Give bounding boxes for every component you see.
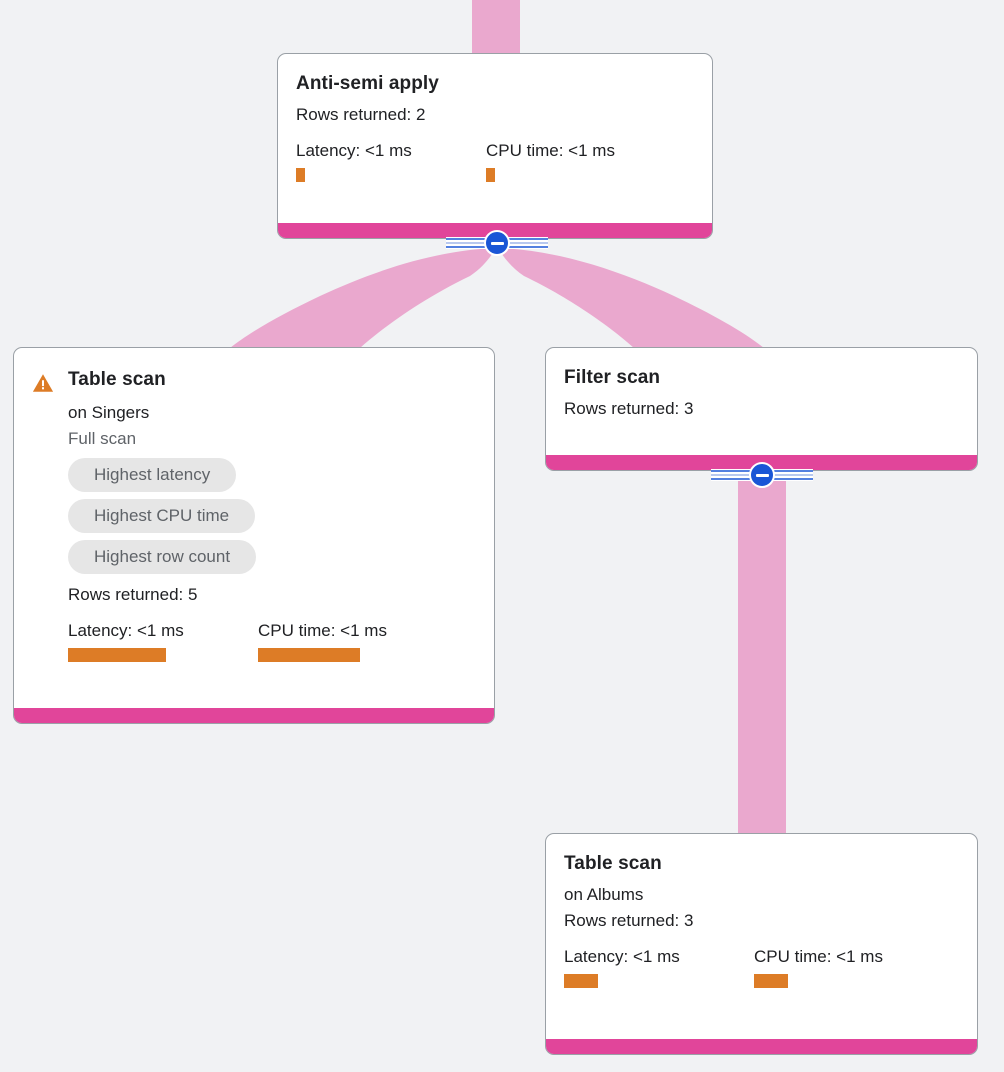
node-body: Table scan on Singers Full scan Highest … <box>14 348 494 708</box>
node-anti-semi-apply[interactable]: Anti-semi apply Rows returned: 2 Latency… <box>277 53 713 239</box>
toggle-anti-semi-apply[interactable] <box>446 229 548 257</box>
cpu-metric: CPU time: <1 ms <box>754 946 883 988</box>
rows-returned: Rows returned: 3 <box>564 911 694 930</box>
node-metrics: Latency: <1 ms CPU time: <1 ms <box>68 620 476 662</box>
node-body: Table scan on Albums Rows returned: 3 La… <box>546 834 977 1039</box>
latency-label: Latency: <1 ms <box>564 947 680 966</box>
scan-target: on Singers <box>68 403 150 422</box>
cpu-time-label: CPU time: <1 ms <box>754 947 883 966</box>
cpu-time-bar <box>754 974 788 988</box>
scan-type: Full scan <box>68 429 137 448</box>
node-title: Table scan <box>68 369 166 390</box>
node-filter-scan[interactable]: Filter scan Rows returned: 3 <box>545 347 978 471</box>
collapse-minus-icon[interactable] <box>749 462 775 488</box>
cpu-time-label: CPU time: <1 ms <box>258 621 387 640</box>
toggle-filter-scan[interactable] <box>711 461 813 489</box>
collapse-minus-icon[interactable] <box>484 230 510 256</box>
cpu-metric: CPU time: <1 ms <box>258 620 387 662</box>
cpu-metric: CPU time: <1 ms <box>486 140 615 182</box>
node-title: Table scan <box>564 853 662 874</box>
node-table-scan-singers[interactable]: Table scan on Singers Full scan Highest … <box>13 347 495 724</box>
cpu-time-label: CPU time: <1 ms <box>486 141 615 160</box>
node-body: Anti-semi apply Rows returned: 2 Latency… <box>278 54 712 223</box>
node-title: Anti-semi apply <box>296 73 439 94</box>
node-details: on Singers Full scan Highest latency Hig… <box>68 400 476 662</box>
latency-bar <box>564 974 598 988</box>
cpu-time-bar <box>486 168 495 182</box>
node-title-row: Table scan <box>32 368 476 394</box>
latency-bar <box>68 648 166 662</box>
edge-root-to-filter-scan <box>498 248 764 348</box>
node-metrics: Latency: <1 ms CPU time: <1 ms <box>296 140 694 182</box>
node-title: Filter scan <box>564 367 661 388</box>
node-footer-bar <box>14 708 494 723</box>
latency-bar <box>296 168 305 182</box>
node-table-scan-albums[interactable]: Table scan on Albums Rows returned: 3 La… <box>545 833 978 1055</box>
node-body: Filter scan Rows returned: 3 <box>546 348 977 455</box>
node-metrics: Latency: <1 ms CPU time: <1 ms <box>564 946 959 988</box>
edge-filter-scan-to-table-scan-albums <box>738 478 786 838</box>
badge-list: Highest latency Highest CPU time Highest… <box>68 458 476 574</box>
node-title-row: Anti-semi apply <box>296 72 694 96</box>
scan-target: on Albums <box>564 885 644 904</box>
latency-label: Latency: <1 ms <box>296 141 412 160</box>
node-title-row: Table scan <box>564 852 959 876</box>
latency-metric: Latency: <1 ms <box>296 140 486 182</box>
status-badge[interactable]: Highest latency <box>68 458 237 492</box>
node-title-row: Filter scan <box>564 366 959 390</box>
latency-label: Latency: <1 ms <box>68 621 184 640</box>
latency-metric: Latency: <1 ms <box>68 620 258 662</box>
rows-returned: Rows returned: 3 <box>564 399 694 418</box>
edge-root-to-table-scan-singers <box>230 248 496 348</box>
status-badge[interactable]: Highest CPU time <box>68 499 256 533</box>
warning-triangle-icon <box>32 374 54 392</box>
rows-returned: Rows returned: 2 <box>296 105 426 124</box>
edge-incoming-root <box>472 0 520 56</box>
status-badge[interactable]: Highest row count <box>68 540 257 574</box>
rows-returned: Rows returned: 5 <box>68 585 198 604</box>
cpu-time-bar <box>258 648 360 662</box>
node-footer-bar <box>546 1039 977 1054</box>
latency-metric: Latency: <1 ms <box>564 946 754 988</box>
